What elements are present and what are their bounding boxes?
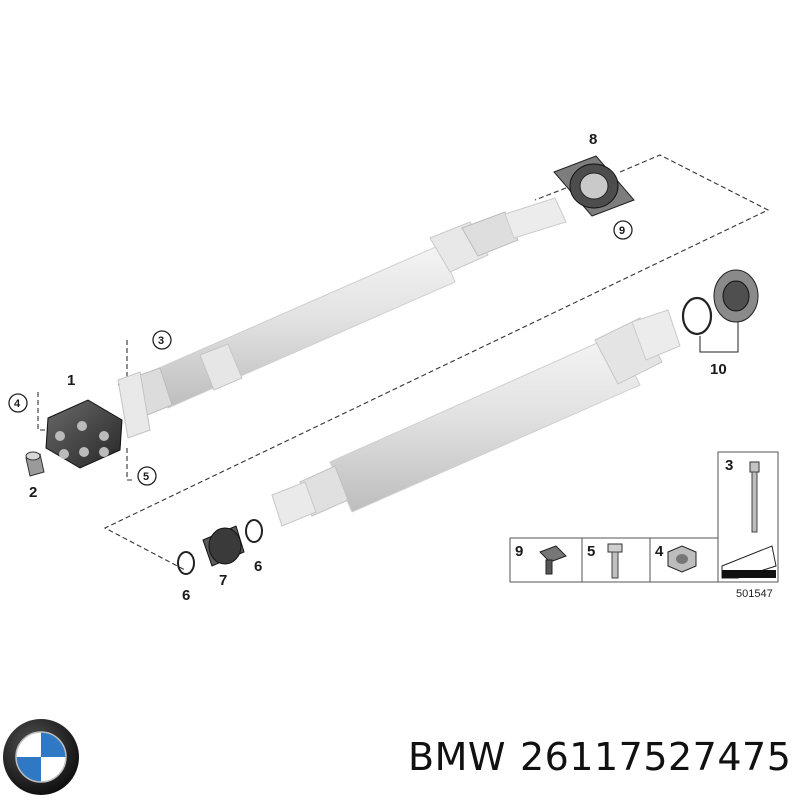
callout-3: 3: [158, 335, 164, 347]
callout-8: 8: [589, 131, 597, 148]
legend-9: 9: [515, 543, 523, 560]
circled-callouts: [8, 220, 633, 486]
rear-shaft-section: [271, 309, 681, 527]
bmw-logo: [3, 719, 79, 795]
callout-5: 5: [143, 471, 149, 483]
legend-5: 5: [587, 543, 595, 560]
flex-disc-part: [45, 399, 123, 469]
center-bearing-part: [553, 155, 635, 217]
callout-10: 10: [710, 361, 727, 378]
callout-4: 4: [14, 398, 21, 410]
part-number: 26117527475: [519, 735, 792, 779]
callout-9: 9: [619, 225, 625, 237]
brand-name: BMW: [408, 735, 506, 779]
legend-4: 4: [655, 543, 664, 560]
callout-1: 1: [67, 372, 75, 389]
reference-code: 501547: [736, 588, 773, 600]
callout-numbers: 1 2 6 7 6 8 10: [29, 131, 727, 604]
bushing-part: [25, 451, 45, 477]
callout-6b: 6: [254, 558, 262, 575]
callout-6a: 6: [182, 587, 190, 604]
front-shaft-section: [117, 197, 567, 439]
ring-and-boot-parts: [177, 519, 263, 575]
callout-2: 2: [29, 484, 37, 501]
parts-legend: 3 9 5 4 501547: [509, 451, 779, 600]
legend-3: 3: [725, 457, 733, 474]
callout-7: 7: [219, 572, 227, 589]
part-caption: BMW 26117527475: [408, 735, 791, 779]
flange-part: [681, 269, 759, 353]
